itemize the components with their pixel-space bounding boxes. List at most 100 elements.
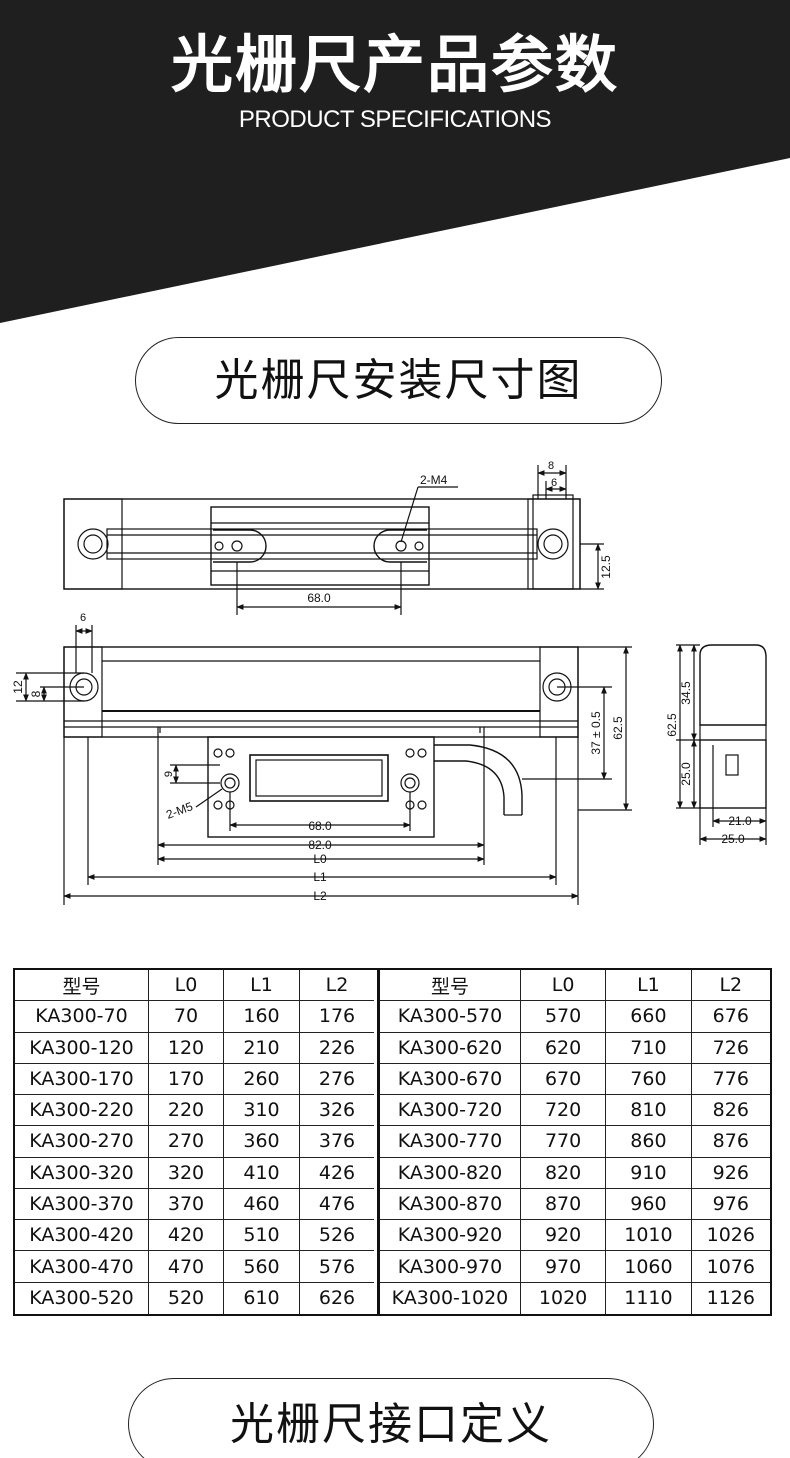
table-cell: 160 [224,1001,300,1032]
label-68-bottom: 68.0 [308,819,332,833]
label-62-5: 62.5 [611,716,625,740]
table-cell: 1026 [706,1224,755,1247]
table-cell: 910 [606,1157,692,1188]
label-12: 12 [11,680,25,694]
side-view [676,644,767,845]
table-cell: 460 [224,1188,300,1220]
table-cell: 976 [712,1192,749,1215]
label-8-left: 8 [29,690,43,697]
table-cell: KA300-720 [380,1095,521,1126]
label-side-34-5: 34.5 [679,681,693,705]
table-cell: 826 [712,1099,749,1122]
label-6-top: 6 [551,477,557,489]
table-cell: 870 [521,1188,607,1220]
table-cell: 726 [712,1036,749,1059]
label-82: 82.0 [308,838,332,852]
table-cell: 426 [318,1161,356,1184]
table-cell: 320 [149,1157,224,1188]
table-cell: KA300-170 [15,1063,149,1095]
table-cell: KA300-270 [15,1126,149,1157]
table-cell: 770 [521,1126,607,1157]
table-cell: KA300-970 [380,1251,521,1282]
table-cell: 1126 [706,1287,755,1310]
table-cell: 70 [149,1001,224,1032]
label-L0: L0 [313,852,327,866]
label-12-5: 12.5 [599,555,613,579]
table-cell: 926 [712,1161,749,1184]
table-header-cell: L1 [606,970,692,1001]
table-cell: KA300-770 [380,1126,521,1157]
label-side-25-0-b: 25.0 [721,832,745,846]
table-cell: 620 [521,1032,607,1063]
table-cell: 370 [149,1188,224,1220]
table-cell: 920 [521,1220,607,1251]
table-cell: KA300-670 [380,1063,521,1095]
table-cell: 310 [224,1095,300,1126]
table-cell: 876 [712,1130,749,1153]
table-cell: KA300-620 [380,1032,521,1063]
table-cell: KA300-470 [15,1251,149,1282]
table-cell: 510 [224,1220,300,1251]
dimension-labels: 2-M4 8 6 12.5 68.0 6 12 8 37 ± 0.5 62.5 … [11,460,752,903]
table-cell: 660 [606,1001,692,1032]
table-cell: KA300-220 [15,1095,149,1126]
table-cell: 476 [318,1192,356,1215]
table-cell: KA300-1020 [380,1282,521,1314]
label-side-25-0: 25.0 [679,762,693,786]
table-cell: 670 [521,1063,607,1095]
table-cell: 260 [224,1063,300,1095]
table-cell: 610 [224,1282,300,1314]
table-cell: 176 [318,1005,356,1028]
table-cell: KA300-420 [15,1220,149,1251]
table-cell: 226 [318,1036,356,1059]
table-cell: 710 [606,1032,692,1063]
table-cell: 1076 [706,1255,755,1278]
table-cell: KA300-520 [15,1282,149,1314]
table-cell: 720 [521,1095,607,1126]
label-9: 9 [163,771,175,777]
page-title: 光栅尺产品参数 [170,28,619,101]
table-cell: 270 [149,1126,224,1157]
table-header-cell: L1 [224,970,300,1001]
table-cell: KA300-820 [380,1157,521,1188]
table-cell: 410 [224,1157,300,1188]
table-cell: 376 [318,1130,356,1153]
table-cell: KA300-920 [380,1220,521,1251]
table-cell: 1020 [521,1282,607,1314]
label-m5: 2-M5 [164,799,195,822]
table-cell: KA300-120 [15,1032,149,1063]
table-cell: 526 [318,1224,356,1247]
table-cell: 560 [224,1251,300,1282]
table-cell: 276 [318,1067,356,1090]
table-cell: 1110 [606,1282,692,1314]
table-cell: 626 [318,1287,356,1310]
table-header-cell: L2 [719,974,743,997]
table-header-cell: 型号 [380,970,521,1001]
table-cell: 326 [318,1099,356,1122]
table-cell: 1010 [606,1220,692,1251]
table-cell: 860 [606,1126,692,1157]
table-cell: KA300-70 [15,1001,149,1032]
front-view [16,625,632,905]
table-cell: 960 [606,1188,692,1220]
table-cell: 220 [149,1095,224,1126]
